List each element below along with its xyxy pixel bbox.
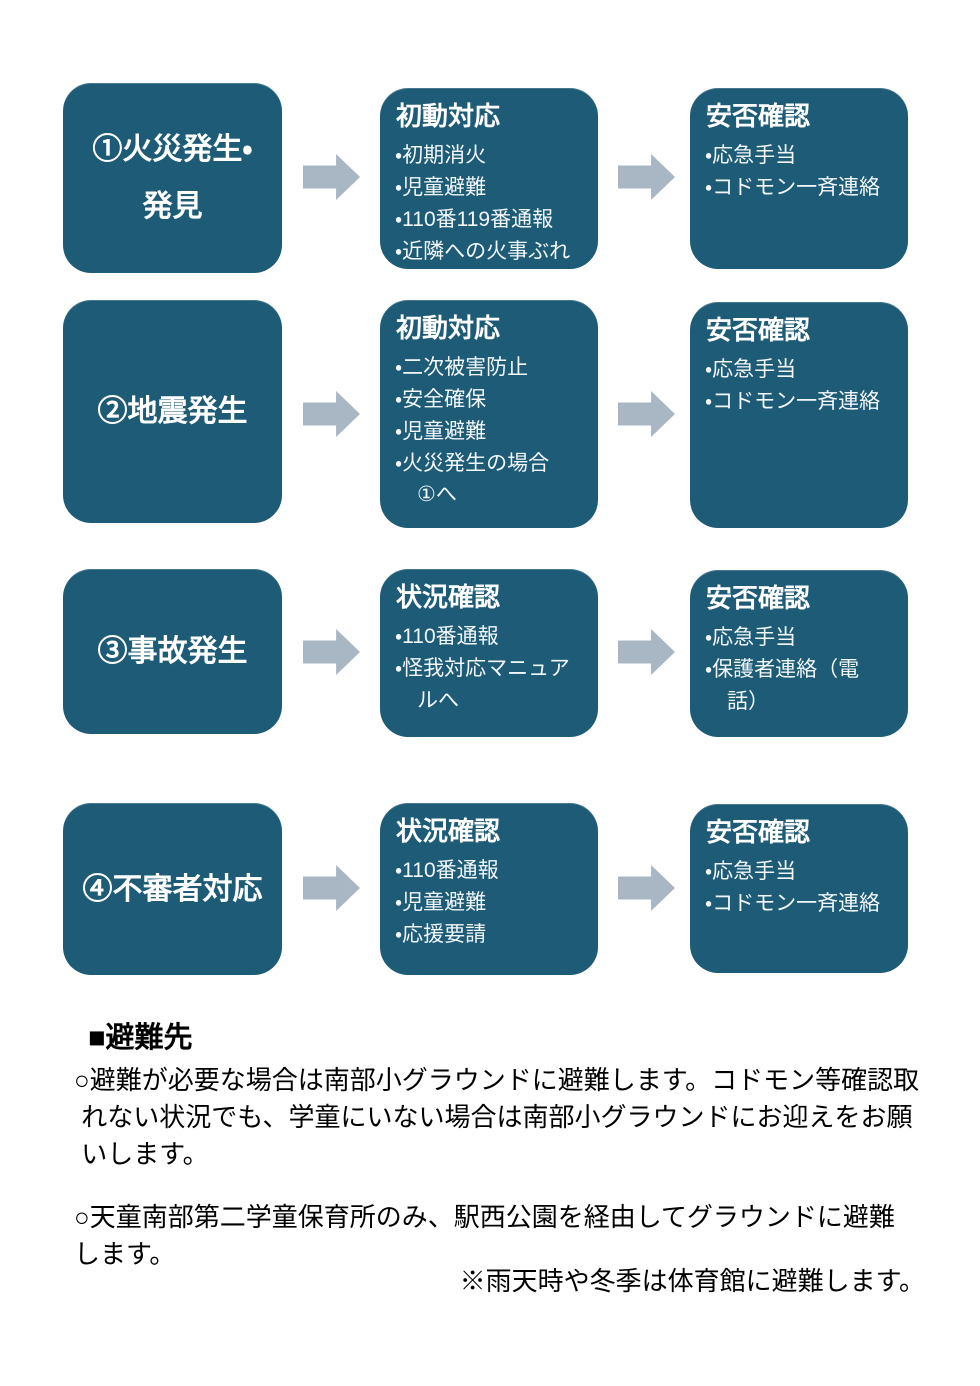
- step-bullets: ・110番通報 ・怪我対応マニュア ルへ: [395, 621, 585, 717]
- bullet-item: ・児童避難: [395, 175, 487, 199]
- evacuation-section-heading: ■避難先: [88, 1022, 193, 1054]
- step-bullets: ・応急手当 ・コドモン一斉連絡: [705, 140, 895, 204]
- flow-box-situation-check-accident: 状況確認 ・110番通報 ・怪我対応マニュア ルへ: [380, 569, 598, 737]
- step-bullets: ・二次被害防止 ・安全確保 ・児童避難 ・火災発生の場合 ①へ: [395, 352, 585, 512]
- bullet-item: ・初期消火: [395, 143, 487, 167]
- category-label: ①火災発生・ 発見: [92, 133, 253, 223]
- category-label: ④不審者対応: [82, 872, 263, 906]
- step-bullets: ・応急手当 ・保護者連絡（電 話）: [705, 622, 895, 718]
- bullet-item: ・コドモン一斉連絡: [705, 175, 881, 199]
- bullet-item: ・火災発生の場合 ①へ: [395, 451, 550, 507]
- flow-box-category-earthquake: ②地震発生: [63, 300, 282, 523]
- arrow-right-icon: [618, 391, 675, 437]
- bullet-item: ・近隣への火事ぶれ: [395, 239, 571, 263]
- step-title: 初動対応: [396, 313, 501, 343]
- step-bullets: ・応急手当 ・コドモン一斉連絡: [705, 856, 895, 920]
- step-title: 状況確認: [396, 816, 501, 846]
- arrow-right-icon: [303, 865, 360, 911]
- bullet-item: ・保護者連絡（電 話）: [705, 657, 860, 713]
- step-title: 状況確認: [396, 582, 501, 612]
- arrow-right-icon: [303, 154, 360, 200]
- bullet-item: ・110番通報: [395, 858, 499, 882]
- arrow-right-icon: [618, 629, 675, 675]
- flow-box-safety-check-earthquake: 安否確認 ・応急手当 ・コドモン一斉連絡: [690, 302, 908, 528]
- bullet-item: ・二次被害防止: [395, 355, 529, 379]
- flow-box-safety-check-suspicious-person: 安否確認 ・応急手当 ・コドモン一斉連絡: [690, 804, 908, 973]
- step-title: 初動対応: [396, 101, 501, 131]
- bullet-item: ・安全確保: [395, 387, 487, 411]
- bullet-item: ・110番119番通報: [395, 207, 554, 231]
- arrow-right-icon: [618, 154, 675, 200]
- bullet-item: ・児童避難: [395, 890, 487, 914]
- weather-note: ※雨天時や冬季は体育館に避難します。: [459, 1266, 925, 1296]
- arrow-right-icon: [303, 629, 360, 675]
- bullet-item: ・応急手当: [705, 859, 797, 883]
- category-label: ③事故発生: [97, 635, 248, 668]
- bullet-item: ・コドモン一斉連絡: [705, 891, 881, 915]
- step-title: 安否確認: [706, 817, 811, 847]
- arrow-right-icon: [303, 391, 360, 437]
- flow-box-initial-response-earthquake: 初動対応 ・二次被害防止 ・安全確保 ・児童避難 ・火災発生の場合 ①へ: [380, 300, 598, 528]
- step-bullets: ・応急手当 ・コドモン一斉連絡: [705, 354, 895, 418]
- step-title: 安否確認: [706, 315, 811, 345]
- evacuation-paragraph-2: ○天童南部第二学童保育所のみ、駅西公園を経由してグラウンドに避難 します。: [74, 1202, 895, 1269]
- bullet-item: ・児童避難: [395, 419, 487, 443]
- bullet-item: ・コドモン一斉連絡: [705, 389, 881, 413]
- step-title: 安否確認: [706, 101, 811, 131]
- bullet-item: ・怪我対応マニュア ルへ: [395, 656, 570, 712]
- evacuation-paragraph-1: ○避難が必要な場合は南部小グラウンドに避難します。コドモン等確認取 れない状況で…: [74, 1065, 920, 1169]
- bullet-item: ・応援要請: [395, 922, 487, 946]
- bullet-item: ・応急手当: [705, 625, 797, 649]
- arrow-right-icon: [618, 865, 675, 911]
- bullet-item: ・110番通報: [395, 624, 499, 648]
- step-bullets: ・110番通報 ・児童避難 ・応援要請: [395, 855, 585, 951]
- flow-box-category-accident: ③事故発生: [63, 569, 282, 734]
- step-title: 安否確認: [706, 583, 811, 613]
- flow-box-category-fire: ①火災発生・ 発見: [63, 83, 282, 273]
- flow-box-situation-check-suspicious-person: 状況確認 ・110番通報 ・児童避難 ・応援要請: [380, 803, 598, 975]
- flow-box-initial-response-fire: 初動対応 ・初期消火 ・児童避難 ・110番119番通報 ・近隣への火事ぶれ: [380, 88, 598, 269]
- flow-box-safety-check-fire: 安否確認 ・応急手当 ・コドモン一斉連絡: [690, 88, 908, 269]
- bullet-item: ・応急手当: [705, 143, 797, 167]
- bullet-item: ・応急手当: [705, 357, 797, 381]
- flow-box-category-suspicious-person: ④不審者対応: [63, 803, 282, 975]
- flow-box-safety-check-accident: 安否確認 ・応急手当 ・保護者連絡（電 話）: [690, 570, 908, 737]
- step-bullets: ・初期消火 ・児童避難 ・110番119番通報 ・近隣への火事ぶれ: [395, 140, 585, 268]
- category-label: ②地震発生: [97, 395, 248, 428]
